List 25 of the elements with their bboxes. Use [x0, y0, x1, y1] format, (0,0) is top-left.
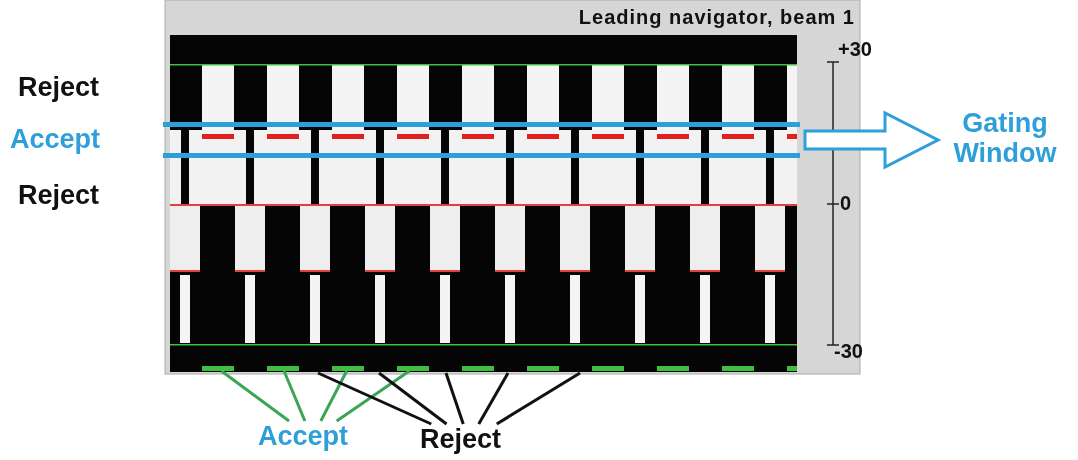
zone-label: Reject — [18, 72, 100, 102]
accept-marker — [202, 366, 234, 371]
leader-line — [220, 369, 290, 423]
gating-window-band — [163, 122, 800, 158]
scale-value: -30 — [834, 340, 863, 363]
leader-line — [378, 371, 448, 426]
leader-line — [319, 370, 349, 422]
callout-label: Accept — [258, 421, 366, 455]
accept-marker — [397, 366, 429, 371]
leader-line — [317, 371, 432, 426]
leader-line — [495, 371, 581, 426]
leader-line — [335, 369, 411, 423]
block-arrow — [803, 110, 942, 170]
panel-title: Leading navigator, beam 1 — [577, 6, 855, 29]
callout-label: Reject — [420, 424, 518, 458]
zone-label: Accept — [10, 124, 101, 154]
scale-value: +30 — [838, 38, 872, 61]
leader-line — [282, 370, 307, 422]
accept-marker — [332, 366, 364, 371]
leader-line — [444, 372, 465, 425]
zone-label: Reject — [18, 180, 100, 210]
callout-label: Gating Window — [940, 108, 1070, 172]
accept-marker — [267, 366, 299, 371]
scale-value: 0 — [840, 192, 852, 215]
leader-line — [477, 372, 510, 425]
